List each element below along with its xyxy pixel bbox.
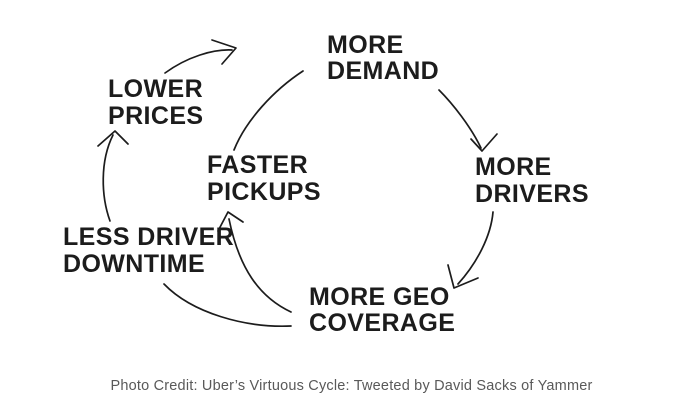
- edge-more-geo-coverage-to-faster-pickups-arrowhead: [217, 211, 244, 232]
- node-lower-prices-line2: PRICES: [108, 102, 204, 130]
- node-faster-pickups: FASTER PICKUPS: [207, 152, 321, 206]
- edge-more-drivers-to-more-geo-coverage-arrowhead: [447, 264, 479, 289]
- edge-lower-prices-to-more-demand: [164, 49, 233, 74]
- edge-more-geo-coverage-to-less-driver-downtime: [163, 283, 292, 327]
- node-more-drivers-line2: DRIVERS: [475, 180, 589, 208]
- edge-less-driver-downtime-to-lower-prices: [102, 134, 114, 222]
- node-more-demand-line2: DEMAND: [327, 57, 440, 85]
- edge-more-drivers-to-more-geo-coverage: [457, 211, 494, 285]
- node-faster-pickups-line2: PICKUPS: [207, 178, 321, 206]
- node-more-geo-coverage: MORE GEO COVERAGE: [309, 284, 455, 336]
- edge-faster-pickups-to-more-demand: [233, 70, 304, 151]
- node-more-geo-coverage-line2: COVERAGE: [309, 309, 456, 337]
- node-lower-prices-line1: LOWER: [108, 75, 204, 103]
- node-more-demand-line1: MORE: [327, 31, 404, 59]
- node-more-geo-coverage-line1: MORE GEO: [309, 283, 450, 311]
- node-more-demand: MORE DEMAND: [327, 32, 439, 84]
- node-more-drivers: MORE DRIVERS: [475, 154, 589, 208]
- node-less-driver-downtime: LESS DRIVER DOWNTIME: [63, 224, 234, 278]
- edge-more-geo-coverage-to-faster-pickups: [228, 218, 292, 313]
- node-lower-prices: LOWER PRICES: [108, 76, 203, 130]
- node-less-driver-downtime-line2: DOWNTIME: [63, 250, 206, 278]
- edge-more-demand-to-more-drivers: [438, 89, 482, 149]
- photo-credit-caption: Photo Credit: Uber’s Virtuous Cycle: Twe…: [110, 378, 593, 394]
- edge-less-driver-downtime-to-lower-prices-arrowhead: [97, 130, 129, 147]
- edge-lower-prices-to-more-demand-arrowhead: [211, 39, 237, 65]
- node-more-drivers-line1: MORE: [475, 153, 552, 181]
- node-faster-pickups-line1: FASTER: [207, 151, 309, 179]
- edge-more-demand-to-more-drivers-arrowhead: [470, 133, 498, 152]
- node-less-driver-downtime-line1: LESS DRIVER: [63, 223, 235, 251]
